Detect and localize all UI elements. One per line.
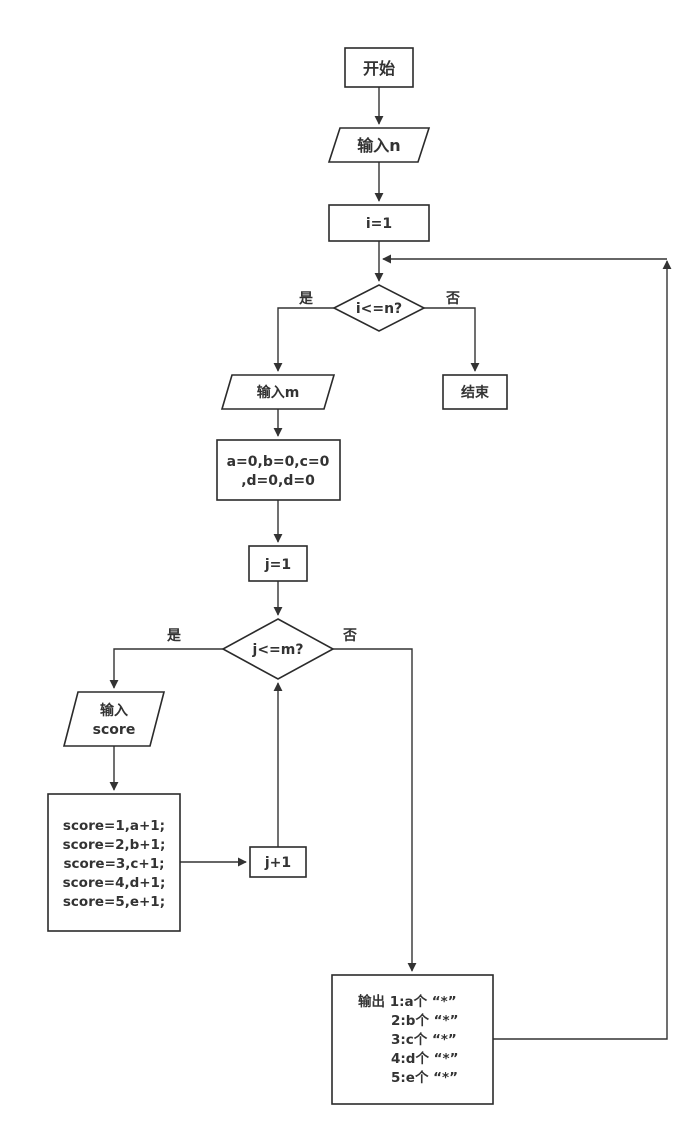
input-n-node [327, 127, 431, 163]
score-rule-5: score=5,e+1; [63, 894, 165, 910]
init-i-node [328, 204, 430, 242]
arrow-cond-j-yes [109, 648, 223, 689]
inc-j-label: j+1 [264, 855, 291, 871]
input-score-line-1: 输入 [100, 702, 128, 719]
cond-j-node [221, 618, 335, 680]
output-node [331, 974, 494, 1105]
init-j-label: j=1 [264, 557, 291, 573]
score-rule-3: score=3,c+1; [63, 856, 164, 872]
end-node [442, 374, 508, 410]
output-line-3: 3:c个 “*” [391, 1032, 457, 1048]
output-line-5: 5:e个 “*” [391, 1070, 458, 1086]
score-rule-1: score=1,a+1; [63, 818, 165, 834]
arrow-output-loop-up [493, 260, 672, 1040]
end-label: 结束 [461, 384, 490, 401]
arrow-cond-i-yes [273, 307, 334, 372]
cond-i-node [332, 284, 426, 332]
input-n-label: 输入n [357, 136, 400, 155]
score-rules-node [47, 793, 181, 932]
output-line-1: 输出 1:a个 “*” [358, 993, 457, 1010]
cond-j-yes-label: 是 [167, 628, 182, 644]
arrow-cond-i-no [424, 307, 480, 372]
cond-i-label: i<=n? [356, 301, 402, 317]
input-m-label: 输入m [257, 384, 300, 401]
init-counters-line-1: a=0,b=0,c=0 [227, 454, 330, 470]
cond-i-no-label: 否 [445, 291, 460, 307]
init-j-node [248, 545, 308, 582]
init-counters-node [216, 439, 341, 501]
output-line-4: 4:d个 “*” [391, 1051, 458, 1067]
score-rule-2: score=2,b+1; [63, 837, 166, 853]
output-line-2: 2:b个 “*” [391, 1013, 458, 1029]
init-i-label: i=1 [366, 216, 392, 232]
input-score-line-2: score [93, 722, 136, 738]
init-counters-line-2: ,d=0,d=0 [241, 473, 315, 489]
arrow-cond-j-no [333, 648, 417, 972]
inc-j-node [249, 846, 307, 878]
start-label: 开始 [363, 59, 395, 78]
score-rule-4: score=4,d+1; [63, 875, 166, 891]
input-score-node [62, 691, 166, 747]
cond-j-no-label: 否 [342, 628, 357, 644]
input-m-node [220, 374, 336, 410]
cond-i-yes-label: 是 [299, 291, 314, 307]
start-node [344, 47, 414, 88]
cond-j-label: j<=m? [252, 642, 304, 658]
